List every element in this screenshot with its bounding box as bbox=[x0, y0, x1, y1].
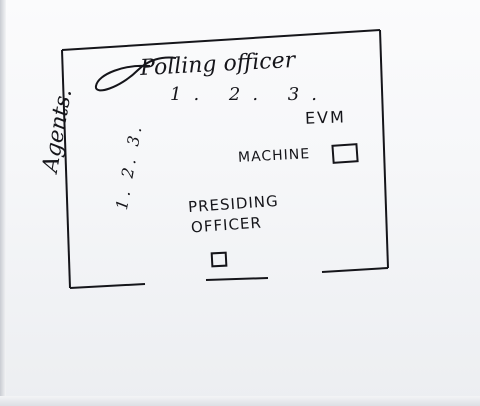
title-loop-stroke bbox=[95, 56, 177, 92]
paper-edge-bottom bbox=[0, 396, 480, 406]
presiding-officer-box bbox=[210, 251, 228, 268]
evm-machine-box bbox=[331, 143, 359, 164]
evm-label: EVM bbox=[304, 107, 347, 128]
entrance-line bbox=[205, 277, 269, 281]
paper-edge-left bbox=[0, 0, 6, 406]
room-wall-left bbox=[61, 49, 71, 289]
room-wall-top bbox=[61, 29, 381, 51]
room-wall-bottom-left bbox=[69, 283, 146, 289]
officer-numbers: 1. 2. 3. bbox=[170, 84, 329, 105]
room-wall-right bbox=[379, 29, 389, 269]
room-wall-bottom-right bbox=[321, 267, 389, 273]
